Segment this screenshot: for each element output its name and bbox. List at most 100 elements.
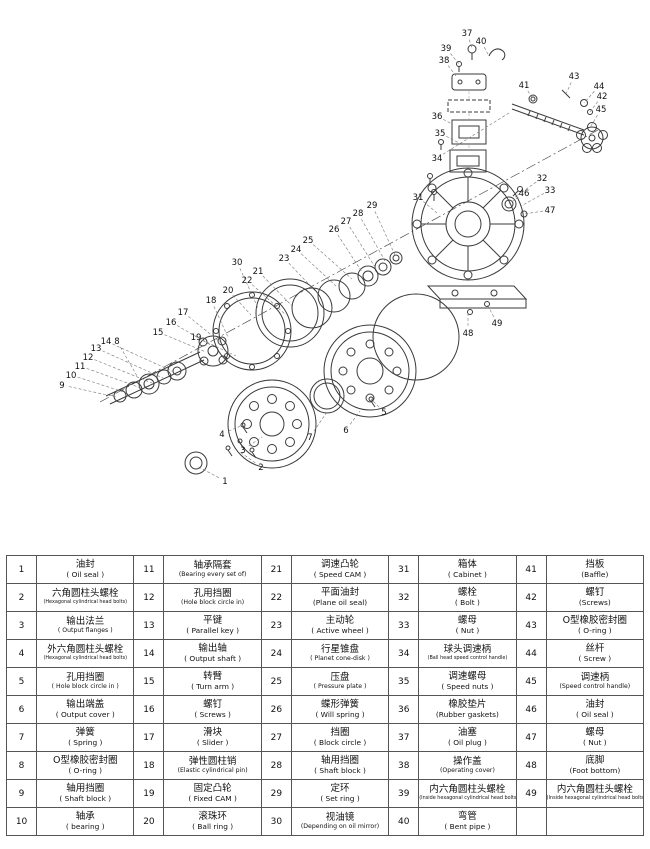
part-number-cell: 15 bbox=[133, 667, 165, 696]
part-name-cell: 平键( Parallel key ) bbox=[163, 611, 262, 640]
part-number-cell: 42 bbox=[515, 583, 547, 612]
leader-line-3 bbox=[248, 436, 263, 447]
speed-handle-assembly bbox=[511, 89, 608, 153]
leader-line-19 bbox=[202, 339, 237, 357]
part-label-5: 5 bbox=[381, 408, 386, 418]
part-name-cell: 外六角圆柱头螺栓(Hexagonal cylindrical head bolt… bbox=[36, 639, 135, 668]
part-label-11: 11 bbox=[75, 362, 86, 372]
part-number-cell: 10 bbox=[5, 807, 38, 836]
part-name-english: ( Ball ring ) bbox=[192, 821, 234, 831]
part-label-31: 31 bbox=[413, 193, 424, 203]
part-label-46: 46 bbox=[519, 189, 530, 199]
part-name-chinese: 固定凸轮 bbox=[193, 782, 232, 794]
leader-line-37 bbox=[468, 39, 473, 49]
part-name-english: (Foot bottom) bbox=[569, 765, 621, 775]
part-number-cell: 9 bbox=[5, 779, 38, 808]
part-label-33: 33 bbox=[545, 186, 556, 196]
leader-line-16 bbox=[176, 325, 215, 348]
part-name-english: ( Speed nuts ) bbox=[441, 681, 494, 691]
leader-line-36 bbox=[443, 119, 453, 125]
part-name-english: ( Screws ) bbox=[194, 709, 231, 719]
part-label-42: 42 bbox=[597, 92, 608, 102]
part-name-cell: 弯管( Bent pipe ) bbox=[418, 807, 517, 836]
part-number-cell: 32 bbox=[388, 583, 420, 612]
part-label-45: 45 bbox=[596, 105, 607, 115]
part-label-27: 27 bbox=[341, 217, 352, 227]
leader-line-26 bbox=[337, 234, 363, 273]
part-number-cell: 25 bbox=[260, 667, 292, 696]
part-name-chinese: 六角圆柱头螺栓 bbox=[51, 588, 119, 600]
part-name-cell: 行星锥盘( Planet cone-disk ) bbox=[290, 639, 390, 668]
part-number-cell: 29 bbox=[260, 779, 292, 808]
part-label-6: 6 bbox=[343, 426, 348, 436]
leader-line-25 bbox=[313, 244, 353, 280]
part-name-chinese: 弯管 bbox=[457, 810, 477, 822]
part-name-cell: 轴用挡圈( Shaft block ) bbox=[290, 751, 390, 780]
leader-line-17 bbox=[188, 316, 221, 343]
part-name-cell: 主动轮( Active wheel ) bbox=[290, 611, 390, 640]
leader-line-28 bbox=[361, 218, 386, 262]
part-name-english: (Ball head speed control handle) bbox=[427, 655, 508, 662]
leader-line-2 bbox=[239, 451, 256, 464]
leader-line-35 bbox=[446, 135, 460, 144]
part-name-chinese: 螺钉 bbox=[203, 698, 223, 710]
part-label-17: 17 bbox=[178, 308, 189, 318]
part-label-8: 8 bbox=[114, 337, 119, 347]
part-name-english: ( Turn arm ) bbox=[191, 681, 235, 691]
part-name-english: ( Hole block circle in ) bbox=[51, 682, 119, 690]
leader-line-46 bbox=[508, 196, 519, 205]
part-number-cell: 26 bbox=[260, 695, 292, 724]
part-name-english: ( Output shaft ) bbox=[184, 653, 242, 663]
leader-line-33 bbox=[520, 193, 545, 207]
part-name-chinese: 球头调速柄 bbox=[443, 644, 492, 656]
small-screws-bottom bbox=[225, 396, 376, 459]
part-name-cell: 滑块( Slider ) bbox=[163, 723, 262, 752]
part-name-chinese: 螺母 bbox=[457, 614, 477, 626]
part-name-cell: O型橡胶密封圈( O-ring ) bbox=[545, 611, 645, 640]
part-name-english: ( Active wheel ) bbox=[311, 625, 369, 635]
leader-line-38 bbox=[447, 65, 457, 77]
leader-line-5 bbox=[370, 398, 380, 408]
base-bracket bbox=[426, 285, 528, 315]
exploded-view-diagram: 1234567891011121314151617181920212223242… bbox=[59, 29, 608, 487]
part-name-cell: 定环( Set ring ) bbox=[290, 779, 390, 808]
part-name-chinese: 平键 bbox=[203, 614, 223, 626]
part-name-english: ( Screw ) bbox=[578, 653, 612, 663]
part-name-cell: 丝杆( Screw ) bbox=[545, 639, 645, 668]
fixed-cam-ring bbox=[255, 278, 325, 348]
part-name-chinese: 弹性圆柱销 bbox=[188, 755, 237, 767]
leader-line-39 bbox=[450, 53, 460, 65]
part-label-22: 22 bbox=[242, 276, 253, 286]
part-name-cell: 孔用挡圈( Hole block circle in ) bbox=[36, 667, 135, 696]
part-number-cell: 37 bbox=[388, 723, 420, 752]
part-label-16: 16 bbox=[166, 318, 177, 328]
part-name-english: ( Oil plug ) bbox=[447, 737, 487, 747]
part-name-chinese: 滑块 bbox=[203, 726, 223, 738]
part-name-chinese: 油封 bbox=[75, 558, 95, 570]
part-name-chinese: 内六角圆柱头螺栓 bbox=[429, 784, 506, 796]
part-number-cell: 20 bbox=[133, 807, 165, 836]
leader-line-45 bbox=[590, 114, 598, 127]
part-number-cell: 22 bbox=[260, 583, 292, 612]
part-name-english: (Screws) bbox=[578, 597, 611, 607]
part-label-47: 47 bbox=[545, 206, 556, 216]
leader-line-10 bbox=[77, 376, 128, 394]
part-name-cell: 底脚(Foot bottom) bbox=[545, 751, 645, 780]
part-name-english: ( Spring ) bbox=[68, 737, 103, 747]
leader-line-24 bbox=[300, 253, 337, 287]
part-name-cell: 六角圆柱头螺栓(Hexagonal cylindrical head bolts… bbox=[36, 583, 135, 612]
part-label-2: 2 bbox=[258, 463, 263, 473]
part-name-cell: 蝶形弹簧( Will spring ) bbox=[290, 695, 390, 724]
part-name-chinese: 调速柄 bbox=[580, 671, 610, 683]
left-housing-bolts bbox=[427, 173, 437, 201]
part-number-cell: 16 bbox=[133, 695, 165, 724]
top-fittings bbox=[438, 44, 506, 150]
part-name-chinese: 滚珠环 bbox=[198, 810, 227, 822]
part-label-18: 18 bbox=[206, 296, 217, 306]
part-name-chinese: 箱体 bbox=[457, 558, 477, 570]
